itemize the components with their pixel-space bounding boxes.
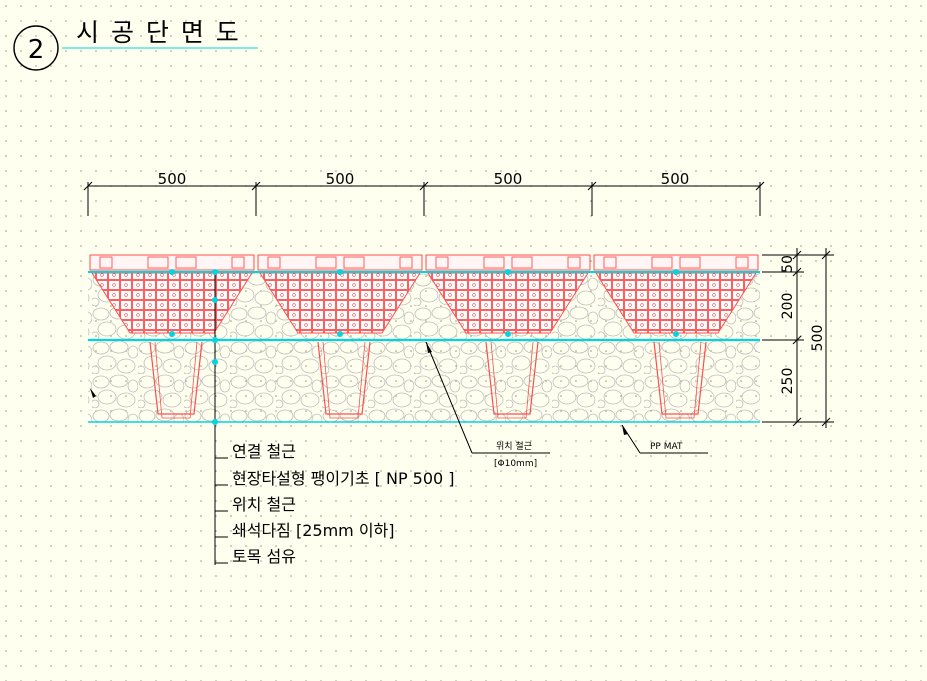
page-title: 시 공 단 면 도 [76, 18, 241, 47]
pp-mat-leader [621, 424, 708, 454]
right-dim-label-200: 200 [780, 293, 796, 320]
left-arrow [90, 388, 96, 398]
label-connect-rebar: 연결 철근 [232, 442, 296, 461]
label-pp-mat: PP MAT [650, 442, 683, 452]
title-block: 2 시 공 단 면 도 [13, 18, 258, 71]
right-dim-label-50: 50 [780, 255, 796, 273]
right-dimension [762, 248, 834, 428]
top-dim-label-3: 500 [494, 170, 523, 188]
label-position-rebar-note: 위치 철근 [496, 440, 532, 452]
top-dim-label-4: 500 [661, 170, 690, 188]
label-position-rebar-dia: [Φ10mm] [494, 459, 537, 469]
rebar-lines [88, 269, 760, 423]
label-footing: 현장타설형 팽이기초 [ NP 500 ] [232, 469, 455, 488]
label-crushed-stone: 쇄석다짐 [25mm 이하] [232, 521, 395, 540]
right-dim-label-total: 500 [810, 325, 826, 352]
callout-leader [212, 269, 228, 565]
top-dim-label-1: 500 [158, 170, 187, 188]
label-position-rebar: 위치 철근 [232, 495, 296, 514]
sheet-number-circle [13, 25, 59, 71]
sheet-number: 2 [28, 35, 45, 65]
top-dim-label-2: 500 [326, 170, 355, 188]
label-geotextile: 토목 섬유 [232, 547, 296, 566]
right-dim-label-250: 250 [780, 368, 796, 395]
position-rebar-leader [425, 341, 550, 454]
top-dimension: 500 500 500 500 [83, 170, 765, 216]
